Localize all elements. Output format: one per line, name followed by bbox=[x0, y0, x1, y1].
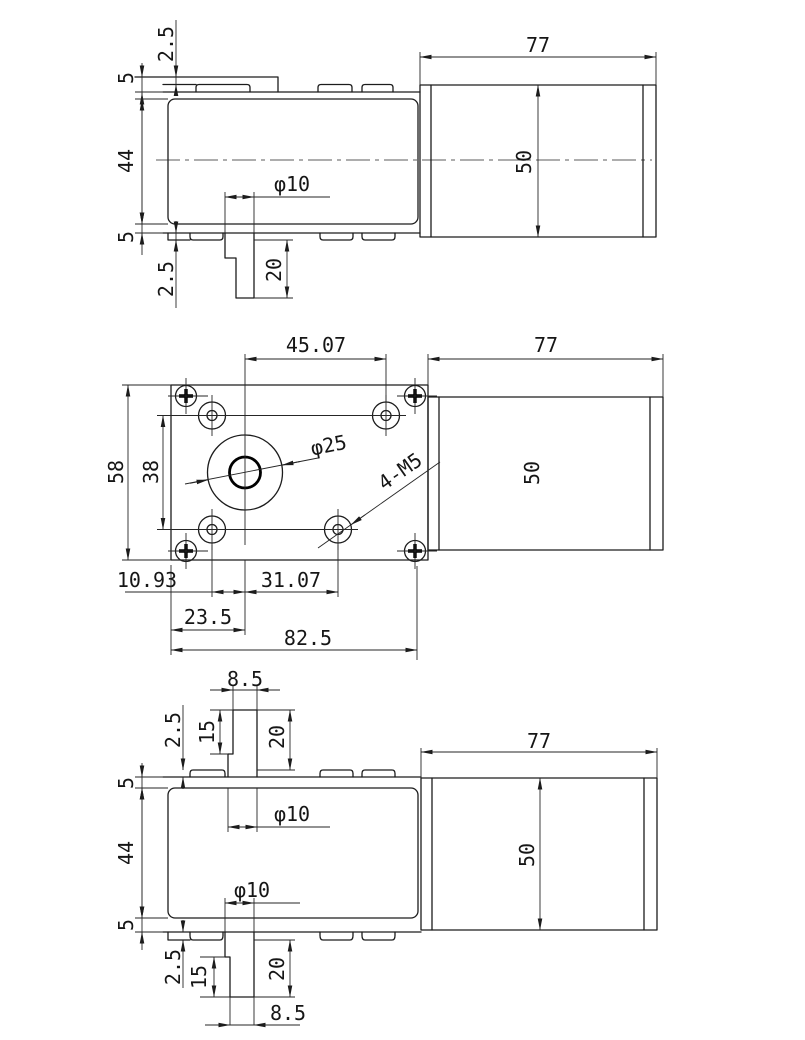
flange-tab bbox=[189, 769, 226, 778]
output-shaft-lower bbox=[224, 931, 255, 998]
dim-text-phi10: φ10 bbox=[274, 172, 310, 196]
dim-text-77: 77 bbox=[534, 333, 558, 357]
motor-end-caps bbox=[431, 777, 645, 931]
mount-holes bbox=[192, 395, 406, 550]
flange-tab bbox=[189, 931, 224, 941]
flange-tab bbox=[319, 931, 354, 941]
flange-tab bbox=[361, 83, 394, 93]
dim-text-82-5: 82.5 bbox=[284, 626, 332, 650]
dim-text-77: 77 bbox=[526, 33, 550, 57]
dim-text-5-bottom: 5 bbox=[114, 919, 138, 931]
dim-text-45-07: 45.07 bbox=[286, 333, 346, 357]
flange-tab bbox=[317, 83, 353, 93]
leader-4-m5 bbox=[317, 461, 441, 549]
flange-tab bbox=[189, 232, 224, 241]
flange-tab bbox=[361, 931, 396, 941]
dim-text-44: 44 bbox=[114, 149, 138, 173]
dim-text-phi25: φ25 bbox=[309, 430, 349, 460]
side-view-top: 2.5 5 44 5 2.5 φ10 20 77 50 bbox=[114, 20, 657, 308]
arrow-stub bbox=[189, 479, 209, 485]
dim-text-15-bottom: 15 bbox=[187, 965, 211, 989]
arrow-stub bbox=[350, 514, 366, 526]
output-shaft-upper bbox=[227, 709, 258, 778]
dim-text-23-5: 23.5 bbox=[184, 605, 232, 629]
dim-text-8-5-bottom: 8.5 bbox=[270, 1001, 306, 1025]
ext-lines-phi10-top bbox=[227, 788, 330, 832]
arrow-stub bbox=[281, 460, 301, 466]
gearbox-body bbox=[167, 787, 419, 919]
flange-tab bbox=[361, 769, 396, 778]
dim-text-8-5-top: 8.5 bbox=[227, 667, 263, 691]
dim-text-50: 50 bbox=[515, 843, 539, 867]
dim-text-20: 20 bbox=[262, 258, 286, 282]
flange-tab bbox=[319, 232, 354, 241]
dim-text-44: 44 bbox=[114, 841, 138, 865]
ext-lines-shaft-dia bbox=[224, 192, 330, 233]
dim-text-4-m5: 4-M5 bbox=[373, 448, 426, 495]
flange-big-tab bbox=[134, 76, 279, 93]
front-view: 45.07 77 58 38 φ25 4-M5 50 10.93 31.07 2… bbox=[104, 333, 664, 660]
dim-text-77: 77 bbox=[527, 729, 551, 753]
dim-text-31-07: 31.07 bbox=[261, 568, 321, 592]
dim-text-10-93: 10.93 bbox=[117, 568, 177, 592]
motor-body bbox=[420, 777, 658, 931]
side-view-bottom: 8.5 15 20 2.5 5 44 5 2.5 φ10 φ10 77 50 1… bbox=[114, 667, 658, 1028]
dim-text-38: 38 bbox=[139, 460, 163, 484]
dim-text-phi10-bottom: φ10 bbox=[234, 878, 270, 902]
dim-text-20-top: 20 bbox=[265, 725, 289, 749]
gearbox-body bbox=[167, 98, 419, 225]
dim-text-15-top: 15 bbox=[195, 720, 219, 744]
ext-ticks bbox=[135, 776, 168, 933]
motor-end-caps bbox=[438, 396, 651, 551]
dim-text-phi10-top: φ10 bbox=[274, 802, 310, 826]
flange-tab bbox=[319, 769, 354, 778]
motor-body bbox=[427, 396, 664, 551]
dim-text-5-top: 5 bbox=[114, 777, 138, 789]
motor-end-caps bbox=[430, 84, 644, 238]
ext-lines-bottom bbox=[170, 545, 418, 660]
output-shaft bbox=[224, 232, 255, 299]
corner-screws bbox=[168, 378, 437, 569]
dim-text-50: 50 bbox=[520, 461, 544, 485]
dim-text-2p5-top: 2.5 bbox=[161, 712, 185, 748]
dim-text-2p5-bottom: 2.5 bbox=[154, 261, 178, 297]
flange-tab bbox=[195, 83, 251, 93]
dim-text-5-top: 5 bbox=[114, 72, 138, 84]
dim-text-50: 50 bbox=[512, 150, 536, 174]
ext-lines-top bbox=[244, 354, 664, 545]
flange-tab bbox=[361, 232, 396, 241]
flange-step-bottom bbox=[167, 232, 191, 241]
dim-text-2p5-top: 2.5 bbox=[154, 26, 178, 62]
ext-ticks bbox=[135, 91, 168, 234]
dim-text-5-bottom: 5 bbox=[114, 231, 138, 243]
dim-text-20-bottom: 20 bbox=[265, 957, 289, 981]
flange-step-bottom bbox=[167, 931, 191, 941]
dim-text-2p5-bottom: 2.5 bbox=[161, 949, 185, 985]
dim-text-58: 58 bbox=[104, 460, 128, 484]
